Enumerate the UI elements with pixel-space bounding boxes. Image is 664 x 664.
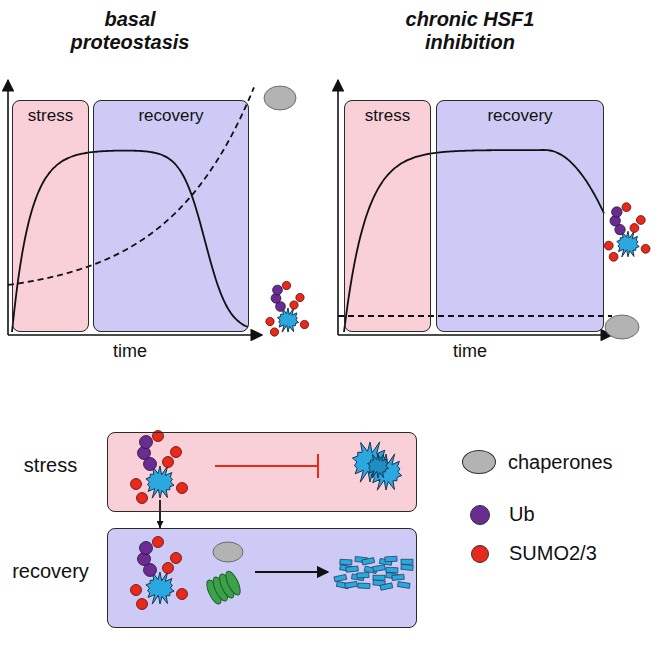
legend-swatch (462, 450, 496, 474)
region-fill (436, 100, 604, 332)
legend-swatch (470, 505, 490, 525)
inhibition-line (215, 465, 318, 467)
sumo-bead (622, 203, 631, 212)
phase-region: stress (12, 100, 89, 332)
legend-label: SUMO2/3 (509, 542, 597, 565)
phase-label: recovery (437, 101, 603, 126)
modified-protein (131, 537, 188, 610)
region-fill (344, 100, 431, 332)
region-fill (107, 432, 417, 512)
panel-title: basal proteostasis (55, 8, 205, 54)
modified-protein (266, 281, 309, 336)
substrate-curve (12, 151, 248, 332)
phase-region: recovery (436, 100, 604, 332)
panel-title: chronic HSF1 inhibition (390, 8, 550, 54)
region-fill (12, 100, 89, 332)
legend-label: chaperones (508, 451, 613, 474)
sumo-bead (137, 493, 148, 504)
phase-label: stress (345, 101, 430, 126)
sumo-bead (153, 537, 164, 548)
proteasome-symbol (204, 569, 243, 606)
phase-panel: recovery (107, 528, 417, 628)
fibril-symbol (334, 556, 413, 590)
transition-stem (159, 500, 161, 512)
sumo-bead (137, 599, 148, 610)
phase-panel: stress (107, 432, 417, 512)
sumo-bead (636, 216, 645, 225)
transition-arrow (159, 512, 161, 528)
ub-bead (140, 542, 153, 555)
sumo-bead (177, 589, 188, 600)
legend-entry: Ub (470, 503, 535, 526)
y-axis (337, 80, 339, 335)
phase-label: recovery (94, 101, 248, 126)
legend-entry: chaperones (462, 450, 613, 474)
y-axis (7, 80, 9, 335)
legend-entry: SUMO2/3 (471, 542, 597, 565)
sumo-bead (290, 301, 298, 309)
chaperone-symbol (264, 86, 296, 110)
sumo-bead (641, 244, 650, 253)
sumo-bead (282, 281, 290, 289)
sumo-bead (131, 585, 142, 596)
inhibition-bar (317, 454, 319, 478)
ub-bead (612, 207, 622, 217)
region-fill (107, 528, 417, 628)
phase-label: stress (24, 453, 77, 477)
sumo-bead (131, 479, 142, 490)
axis-label: time (100, 341, 160, 362)
sumo-bead (604, 241, 613, 250)
legend-label: Ub (509, 503, 535, 526)
sumo-bead (609, 252, 618, 261)
aggregate-blob (367, 454, 388, 478)
legend-swatch (471, 545, 489, 563)
sumo-bead (266, 317, 274, 325)
chaperone-symbol (213, 542, 243, 562)
modified-protein (131, 431, 188, 504)
axis-label: time (440, 341, 500, 362)
x-axis (338, 334, 612, 336)
ub-bead (273, 285, 283, 295)
sumo-bead (270, 328, 278, 336)
chaperone-curve (8, 87, 254, 285)
chaperone-curve (338, 315, 612, 317)
phase-label: stress (13, 101, 88, 126)
sumo-bead (163, 457, 174, 468)
x-axis (8, 334, 262, 336)
sumo-bead (171, 447, 182, 458)
sumo-bead (296, 293, 304, 301)
phase-label: recovery (12, 559, 89, 583)
phase-region: recovery (93, 100, 249, 332)
phase-region: stress (344, 100, 431, 332)
modified-protein (604, 203, 650, 261)
process-arrow (255, 571, 328, 573)
chaperone-symbol (605, 315, 639, 339)
sumo-bead (300, 320, 308, 328)
sumo-bead (171, 553, 182, 564)
substrate-curve (344, 150, 604, 332)
aggregate (352, 442, 401, 490)
ub-bead (140, 436, 153, 449)
sumo-bead (177, 483, 188, 494)
sumo-bead (630, 224, 639, 233)
aggregate-blob (352, 442, 387, 482)
sumo-bead (163, 563, 174, 574)
